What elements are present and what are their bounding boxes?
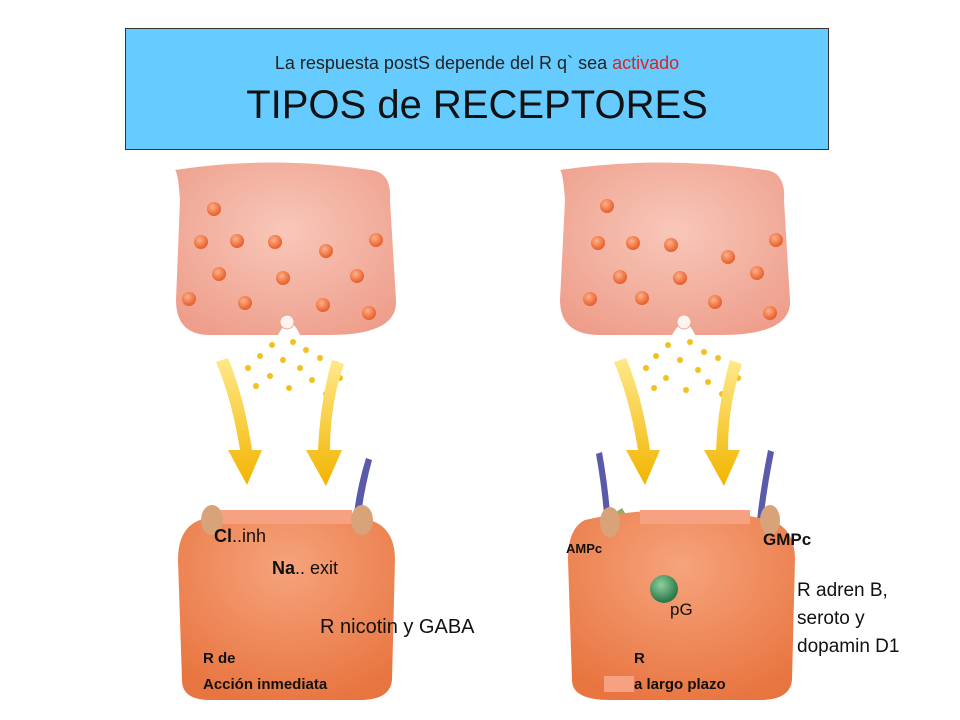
chloride-label: Cl..inh xyxy=(214,526,266,547)
title-box: La respuesta postS depende del R q` sea … xyxy=(125,28,829,150)
right-receptor-examples-line3: dopamin D1 xyxy=(797,636,900,657)
sodium-symbol: Na xyxy=(272,558,296,578)
right-receptor-band xyxy=(640,510,750,524)
right-yellow-arrow-1 xyxy=(614,358,660,485)
sodium-effect: .. exit xyxy=(295,558,339,578)
right-fusing-vesicle xyxy=(676,314,692,330)
right-neurotransmitter-dots xyxy=(643,339,741,397)
gmpc-label: GMPc xyxy=(763,530,812,549)
sodium-label: Na.. exit xyxy=(272,558,338,579)
right-purple-arrow-right xyxy=(746,450,774,582)
left-type-line1: R de xyxy=(203,650,236,667)
right-yellow-arrow-2 xyxy=(704,360,742,486)
subtitle: La respuesta postS depende del R q` sea … xyxy=(126,53,828,74)
left-receptor-band xyxy=(212,510,352,524)
right-receptor-lobe xyxy=(760,505,780,535)
right-label-patch xyxy=(604,676,634,692)
chloride-symbol: Cl xyxy=(214,526,232,546)
left-type-line2: Acción inmediata xyxy=(203,676,328,693)
subtitle-prefix: La respuesta postS depende del R q` sea xyxy=(274,53,613,73)
right-receptor-lobe xyxy=(600,507,620,537)
ampc-label: AMPc xyxy=(566,541,603,556)
left-presynaptic-terminal xyxy=(175,162,397,335)
left-fusing-vesicle xyxy=(279,314,295,330)
protein-g-sphere xyxy=(650,575,678,603)
left-receptor-lobe xyxy=(351,505,373,535)
left-vesicles xyxy=(182,202,383,320)
protein-g-label: pG xyxy=(670,600,693,619)
right-type-line2: a largo plazo xyxy=(634,676,726,693)
page-title: TIPOS de RECEPTORES xyxy=(246,83,708,127)
right-vesicles xyxy=(583,199,783,320)
right-receptor-examples-line2: seroto y xyxy=(797,608,865,629)
left-yellow-arrow-1 xyxy=(216,358,262,485)
right-postsynaptic-neuron xyxy=(568,510,795,700)
left-receptor-lobe xyxy=(201,505,223,535)
subtitle-highlight: activado xyxy=(612,53,680,73)
left-receptor-examples: R nicotin y GABA xyxy=(320,616,475,638)
left-yellow-arrow-2 xyxy=(306,360,344,486)
left-postsynaptic-neuron xyxy=(178,510,395,700)
right-receptor-examples-line1: R adren B, xyxy=(797,580,888,601)
chloride-effect: ..inh xyxy=(232,526,267,546)
right-type-line1: R xyxy=(634,650,645,667)
